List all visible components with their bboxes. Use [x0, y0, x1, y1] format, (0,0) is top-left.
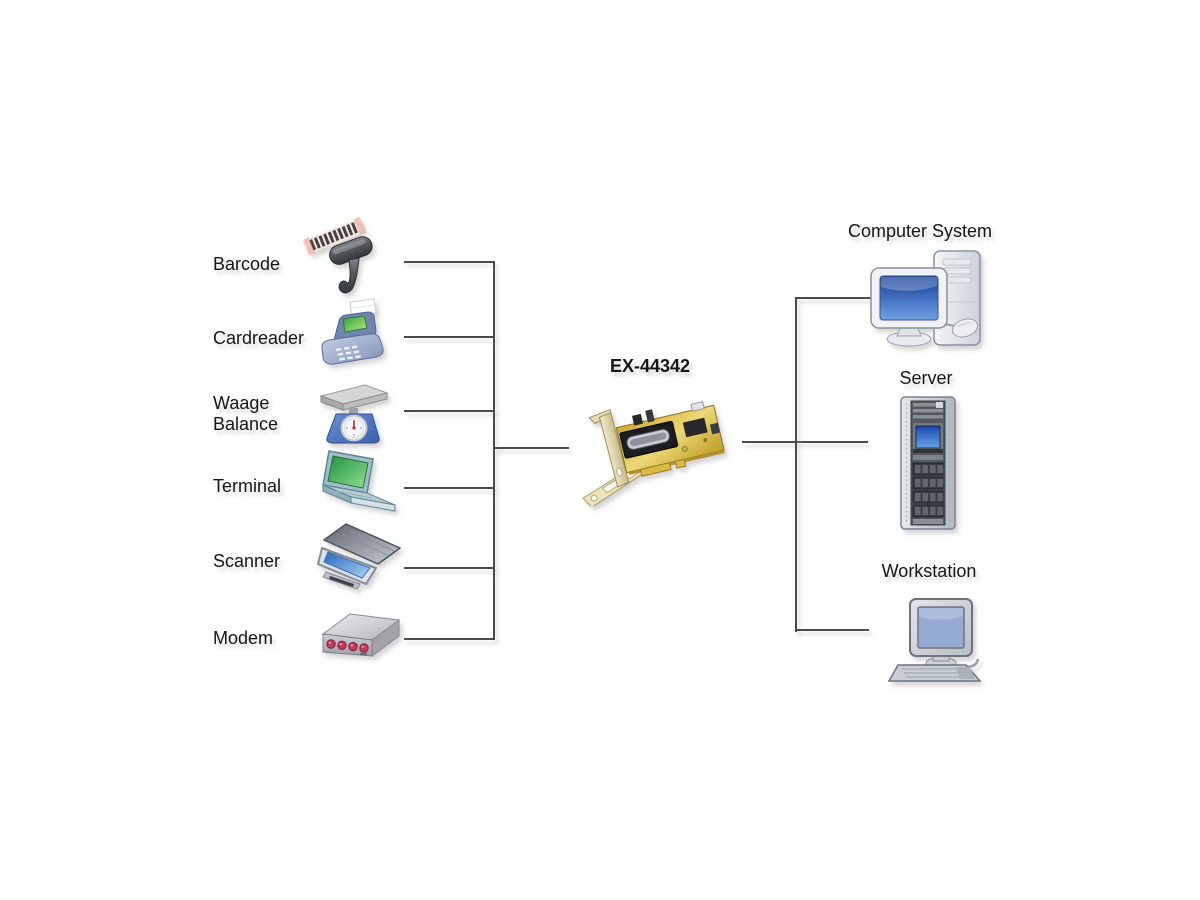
- connector-line-waage: [404, 410, 494, 412]
- workstation-monitor-icon: [888, 598, 982, 682]
- connector-line-barcode: [404, 261, 494, 263]
- modem-label: Modem: [213, 628, 274, 648]
- barcode-label: Barcode: [213, 254, 281, 274]
- cardreader-label: Cardreader: [213, 328, 305, 348]
- desktop-computer-icon: [870, 250, 981, 347]
- server-label: Server: [899, 368, 953, 388]
- waage-balance-label: Waage Balance: [213, 393, 279, 434]
- terminal-label: Terminal: [213, 476, 282, 496]
- connector-line-computer: [795, 297, 871, 299]
- connector-line-workstation: [795, 629, 869, 631]
- barcode-scanner-icon: [303, 216, 373, 294]
- left-bus-line: [493, 261, 495, 640]
- workstation-label: Workstation: [881, 561, 977, 581]
- serial-card-icon: [582, 401, 725, 506]
- scanner-label: Scanner: [213, 551, 281, 571]
- scale-icon: [319, 384, 389, 444]
- laptop-icon: [322, 450, 396, 512]
- flatbed-scanner-icon: [317, 523, 401, 590]
- right-bus-line: [795, 297, 797, 632]
- connector-line-scanner: [404, 567, 494, 569]
- card-to-bus-line: [742, 441, 868, 443]
- bus-to-card-line: [493, 447, 569, 449]
- cardreader-icon: [321, 298, 384, 365]
- connector-line-terminal: [404, 487, 494, 489]
- card-model-label: EX-44342: [609, 356, 691, 376]
- modem-icon: [321, 613, 401, 657]
- server-rack-icon: [900, 396, 956, 530]
- connector-line-modem: [404, 638, 494, 640]
- connector-line-cardreader: [404, 336, 494, 338]
- computer-system-label: Computer System: [847, 221, 993, 241]
